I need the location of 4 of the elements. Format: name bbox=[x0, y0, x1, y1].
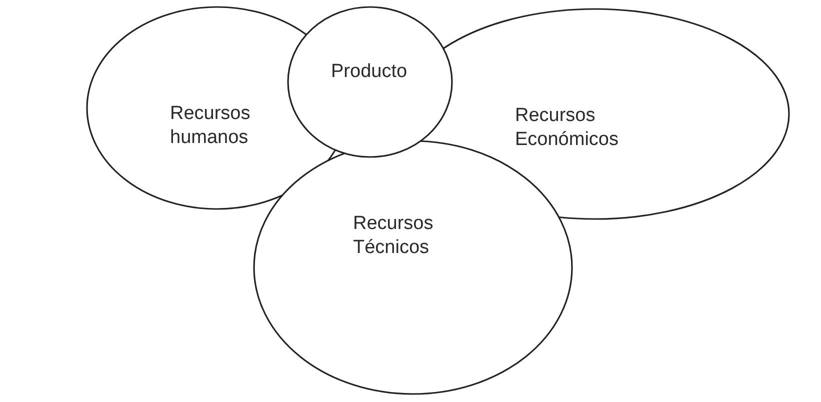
ellipse-label: Producto bbox=[331, 60, 408, 84]
ellipse-label: Recursos Técnicos bbox=[353, 212, 434, 260]
ellipse-label: Recursos Económicos bbox=[515, 104, 620, 152]
ellipse-label: Recursos humanos bbox=[170, 102, 252, 150]
